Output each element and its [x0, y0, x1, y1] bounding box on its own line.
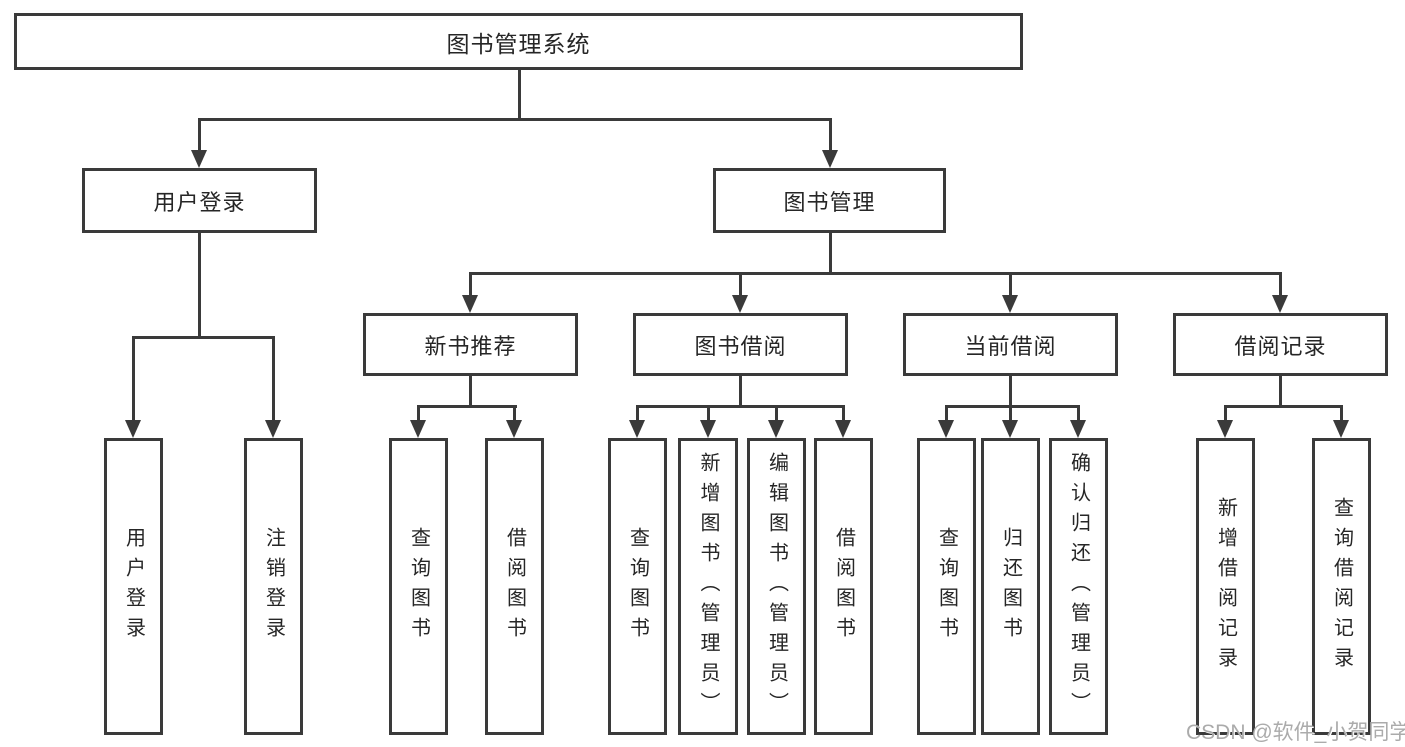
arrow-down-icon	[768, 420, 784, 438]
connector-line	[1279, 272, 1282, 297]
leaf-logout: 注销登录	[244, 438, 303, 735]
connector-line	[132, 336, 274, 339]
leaf-recommend-borrow-books: 借阅图书	[485, 438, 544, 735]
connector-line	[469, 272, 1282, 275]
leaf-records-query-record: 查询借阅记录	[1312, 438, 1371, 735]
node-user-login: 用户登录	[82, 168, 317, 233]
connector-line	[1009, 272, 1012, 297]
leaf-current-confirm-return: 确认归还（管理员）	[1049, 438, 1108, 735]
arrow-down-icon	[1272, 295, 1288, 313]
connector-line	[707, 405, 710, 422]
node-new-book-recommend: 新书推荐	[363, 313, 578, 376]
arrow-down-icon	[1002, 420, 1018, 438]
connector-line	[272, 336, 275, 422]
connector-line	[945, 405, 948, 422]
connector-line	[417, 405, 517, 408]
connector-line	[1340, 405, 1343, 422]
leaf-borrow-edit-books: 编辑图书（管理员）	[747, 438, 806, 735]
connector-line	[518, 68, 521, 121]
leaf-borrow-query-books: 查询图书	[608, 438, 667, 735]
node-book-borrow: 图书借阅	[633, 313, 848, 376]
arrow-down-icon	[1002, 295, 1018, 313]
arrow-down-icon	[835, 420, 851, 438]
connector-line	[417, 405, 420, 422]
node-book-management: 图书管理	[713, 168, 946, 233]
watermark: CSDN @软件_小贺同学	[1186, 721, 1405, 744]
leaf-borrow-add-books: 新增图书（管理员）	[678, 438, 738, 735]
connector-line	[1077, 405, 1080, 422]
connector-line	[198, 118, 201, 152]
connector-line	[945, 405, 1080, 408]
connector-line	[1009, 376, 1012, 408]
node-library-system: 图书管理系统	[14, 13, 1023, 70]
connector-line	[842, 405, 845, 422]
node-current-borrow: 当前借阅	[903, 313, 1118, 376]
leaf-borrow-borrow-books: 借阅图书	[814, 438, 873, 735]
arrow-down-icon	[938, 420, 954, 438]
connector-line	[829, 233, 832, 275]
connector-line	[636, 405, 639, 422]
connector-line	[1224, 405, 1227, 422]
connector-line	[739, 376, 742, 408]
connector-line	[739, 272, 742, 297]
connector-line	[132, 336, 135, 422]
connector-line	[1009, 405, 1012, 422]
arrow-down-icon	[1070, 420, 1086, 438]
connector-line	[775, 405, 778, 422]
arrow-down-icon	[125, 420, 141, 438]
connector-line	[1279, 376, 1282, 408]
arrow-down-icon	[191, 150, 207, 168]
connector-line	[469, 376, 472, 408]
arrow-down-icon	[1333, 420, 1349, 438]
arrow-down-icon	[265, 420, 281, 438]
connector-line	[198, 233, 201, 339]
arrow-down-icon	[410, 420, 426, 438]
arrow-down-icon	[732, 295, 748, 313]
arrow-down-icon	[822, 150, 838, 168]
arrow-down-icon	[629, 420, 645, 438]
connector-line	[1224, 405, 1342, 408]
connector-line	[469, 272, 472, 297]
leaf-recommend-query-books: 查询图书	[389, 438, 448, 735]
arrow-down-icon	[1217, 420, 1233, 438]
arrow-down-icon	[506, 420, 522, 438]
connector-line	[636, 405, 844, 408]
leaf-user-login: 用户登录	[104, 438, 163, 735]
connector-line	[513, 405, 516, 422]
arrow-down-icon	[462, 295, 478, 313]
leaf-current-return-books: 归还图书	[981, 438, 1040, 735]
leaf-records-add-record: 新增借阅记录	[1196, 438, 1255, 735]
connector-line	[829, 118, 832, 152]
arrow-down-icon	[700, 420, 716, 438]
leaf-current-query-books: 查询图书	[917, 438, 976, 735]
node-borrow-records: 借阅记录	[1173, 313, 1388, 376]
connector-line	[198, 118, 832, 121]
